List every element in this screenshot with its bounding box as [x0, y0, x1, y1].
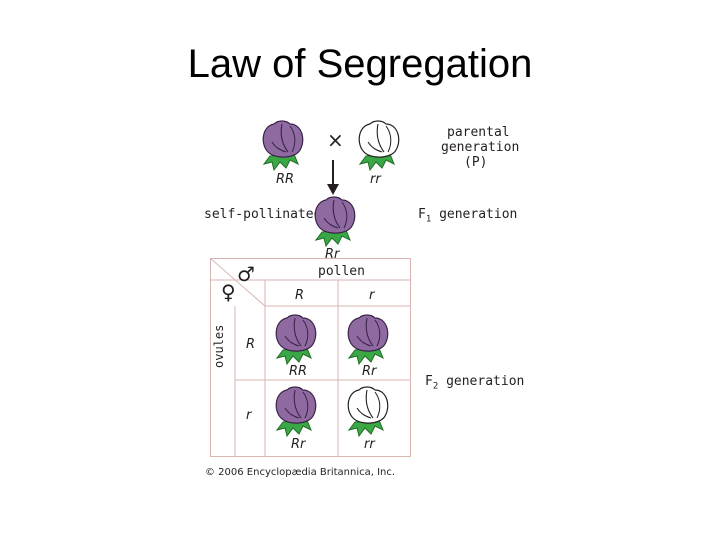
pollen-label: pollen: [318, 264, 365, 279]
self-pollinated-label: self-pollinated: [204, 207, 322, 222]
parent-purple-flower: [260, 118, 306, 172]
parent-left-genotype: RR: [276, 172, 295, 187]
ovule-allele-1: R: [246, 337, 256, 352]
f2-generation-label: F2 generation: [425, 374, 525, 392]
parental-label-2: generation: [441, 140, 520, 155]
f2-genotype-3: Rr: [291, 437, 306, 452]
cross-symbol: ×: [327, 128, 344, 152]
parental-label-3: (P): [464, 155, 488, 170]
f2-flower-rr-upper: [273, 312, 319, 366]
parental-label-1: parental: [447, 125, 510, 140]
f2-flower-rr-het-2: [273, 384, 319, 438]
punnett-grid: [210, 258, 411, 457]
ovule-allele-2: r: [246, 408, 252, 423]
f2-genotype-1: RR: [289, 364, 308, 379]
f2-genotype-4: rr: [364, 437, 375, 452]
f1-generation-label: F1 generation: [418, 207, 518, 225]
female-symbol: ♀: [221, 280, 236, 304]
male-symbol: ♂: [237, 262, 255, 286]
ovules-label: ovules: [212, 324, 226, 368]
f2-flower-recessive: [345, 384, 391, 438]
parent-white-flower: [356, 118, 402, 172]
pollen-allele-1: R: [295, 288, 305, 303]
down-arrow-icon: [327, 160, 339, 195]
f2-genotype-2: Rr: [362, 364, 377, 379]
f2-flower-rr-het-1: [345, 312, 391, 366]
page-title: Law of Segregation: [187, 42, 533, 86]
copyright-notice: © 2006 Encyclopædia Britannica, Inc.: [205, 467, 396, 478]
parent-right-genotype: rr: [370, 172, 381, 187]
pollen-allele-2: r: [369, 288, 375, 303]
f1-flower: [312, 194, 358, 248]
